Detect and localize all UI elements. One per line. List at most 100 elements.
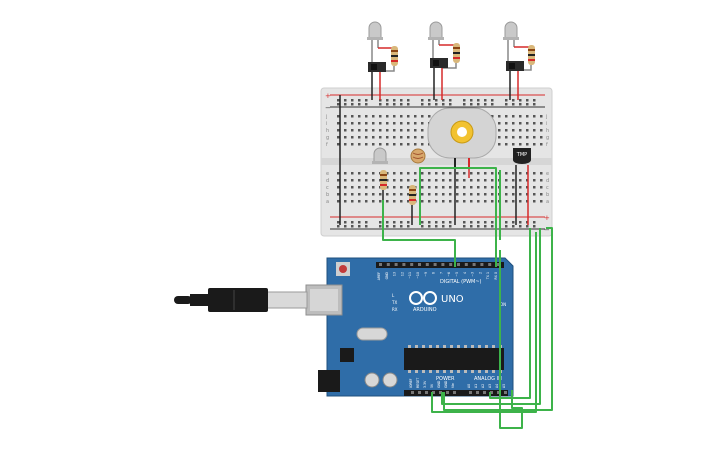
breadboard-hole[interactable] — [358, 122, 361, 125]
rail-hole[interactable] — [421, 221, 424, 224]
breadboard-hole[interactable] — [449, 186, 452, 189]
breadboard-hole[interactable] — [372, 129, 375, 132]
breadboard-hole[interactable] — [358, 172, 361, 175]
rail-hole[interactable] — [358, 225, 361, 228]
breadboard-hole[interactable] — [337, 200, 340, 203]
breadboard-hole[interactable] — [491, 179, 494, 182]
rail-hole[interactable] — [512, 225, 515, 228]
rail-hole[interactable] — [344, 225, 347, 228]
breadboard-hole[interactable] — [449, 193, 452, 196]
resistor-5[interactable] — [409, 185, 416, 205]
rail-hole[interactable] — [484, 103, 487, 106]
breadboard-hole[interactable] — [449, 179, 452, 182]
rail-hole[interactable] — [484, 99, 487, 102]
rail-hole[interactable] — [533, 221, 536, 224]
rail-hole[interactable] — [491, 103, 494, 106]
breadboard-hole[interactable] — [519, 172, 522, 175]
breadboard-hole[interactable] — [421, 115, 424, 118]
rail-hole[interactable] — [351, 103, 354, 106]
breadboard-hole[interactable] — [477, 200, 480, 203]
breadboard-hole[interactable] — [386, 122, 389, 125]
rail-hole[interactable] — [519, 225, 522, 228]
dc-motor[interactable] — [427, 107, 497, 168]
breadboard-hole[interactable] — [344, 129, 347, 132]
rail-hole[interactable] — [477, 103, 480, 106]
breadboard-hole[interactable] — [393, 186, 396, 189]
rail-hole[interactable] — [519, 103, 522, 106]
power-pin[interactable] — [439, 391, 442, 394]
rail-hole[interactable] — [470, 103, 473, 106]
breadboard-hole[interactable] — [351, 115, 354, 118]
digital-pin[interactable] — [472, 263, 476, 266]
breadboard-hole[interactable] — [421, 193, 424, 196]
breadboard-hole[interactable] — [421, 172, 424, 175]
breadboard-hole[interactable] — [519, 200, 522, 203]
breadboard-hole[interactable] — [414, 179, 417, 182]
breadboard-hole[interactable] — [414, 122, 417, 125]
rail-hole[interactable] — [400, 225, 403, 228]
breadboard-hole[interactable] — [540, 186, 543, 189]
breadboard-hole[interactable] — [428, 115, 431, 118]
power-jack[interactable] — [318, 370, 340, 392]
temperature-sensor[interactable]: TMP — [513, 148, 531, 164]
rail-hole[interactable] — [470, 221, 473, 224]
breadboard-hole[interactable] — [533, 179, 536, 182]
breadboard-hole[interactable] — [519, 136, 522, 139]
breadboard-hole[interactable] — [358, 115, 361, 118]
breadboard-hole[interactable] — [372, 200, 375, 203]
breadboard-hole[interactable] — [372, 193, 375, 196]
breadboard-hole[interactable] — [400, 136, 403, 139]
rail-hole[interactable] — [351, 99, 354, 102]
breadboard-hole[interactable] — [442, 172, 445, 175]
breadboard-hole[interactable] — [421, 200, 424, 203]
breadboard-hole[interactable] — [505, 143, 508, 146]
rail-hole[interactable] — [505, 225, 508, 228]
breadboard-hole[interactable] — [344, 122, 347, 125]
breadboard-hole[interactable] — [512, 200, 515, 203]
breadboard-hole[interactable] — [512, 143, 515, 146]
breadboard-hole[interactable] — [407, 172, 410, 175]
rail-hole[interactable] — [428, 225, 431, 228]
breadboard-hole[interactable] — [512, 186, 515, 189]
breadboard-hole[interactable] — [456, 179, 459, 182]
rail-hole[interactable] — [463, 221, 466, 224]
breadboard-hole[interactable] — [526, 129, 529, 132]
photoresistor[interactable] — [410, 148, 426, 164]
breadboard-hole[interactable] — [505, 179, 508, 182]
rail-hole[interactable] — [484, 225, 487, 228]
breadboard-hole[interactable] — [533, 172, 536, 175]
breadboard-hole[interactable] — [540, 122, 543, 125]
breadboard-hole[interactable] — [400, 122, 403, 125]
breadboard-hole[interactable] — [435, 200, 438, 203]
digital-pin[interactable] — [433, 263, 437, 266]
rail-hole[interactable] — [442, 225, 445, 228]
rail-hole[interactable] — [337, 221, 340, 224]
breadboard-hole[interactable] — [414, 172, 417, 175]
breadboard-hole[interactable] — [358, 186, 361, 189]
breadboard-hole[interactable] — [505, 200, 508, 203]
rail-hole[interactable] — [428, 99, 431, 102]
breadboard-hole[interactable] — [379, 136, 382, 139]
breadboard-hole[interactable] — [519, 122, 522, 125]
breadboard-hole[interactable] — [351, 122, 354, 125]
rail-hole[interactable] — [435, 103, 438, 106]
rail-hole[interactable] — [428, 221, 431, 224]
breadboard-hole[interactable] — [400, 172, 403, 175]
breadboard-hole[interactable] — [337, 122, 340, 125]
breadboard-hole[interactable] — [337, 172, 340, 175]
led-module-2[interactable] — [428, 21, 460, 100]
rail-hole[interactable] — [421, 99, 424, 102]
rail-hole[interactable] — [505, 103, 508, 106]
breadboard-hole[interactable] — [484, 193, 487, 196]
breadboard-hole[interactable] — [407, 179, 410, 182]
rail-hole[interactable] — [358, 103, 361, 106]
breadboard-hole[interactable] — [442, 193, 445, 196]
breadboard-hole[interactable] — [358, 179, 361, 182]
rail-hole[interactable] — [484, 221, 487, 224]
breadboard-hole[interactable] — [337, 179, 340, 182]
breadboard-hole[interactable] — [533, 115, 536, 118]
breadboard-hole[interactable] — [533, 143, 536, 146]
rail-hole[interactable] — [344, 99, 347, 102]
breadboard-hole[interactable] — [435, 172, 438, 175]
breadboard-hole[interactable] — [379, 193, 382, 196]
